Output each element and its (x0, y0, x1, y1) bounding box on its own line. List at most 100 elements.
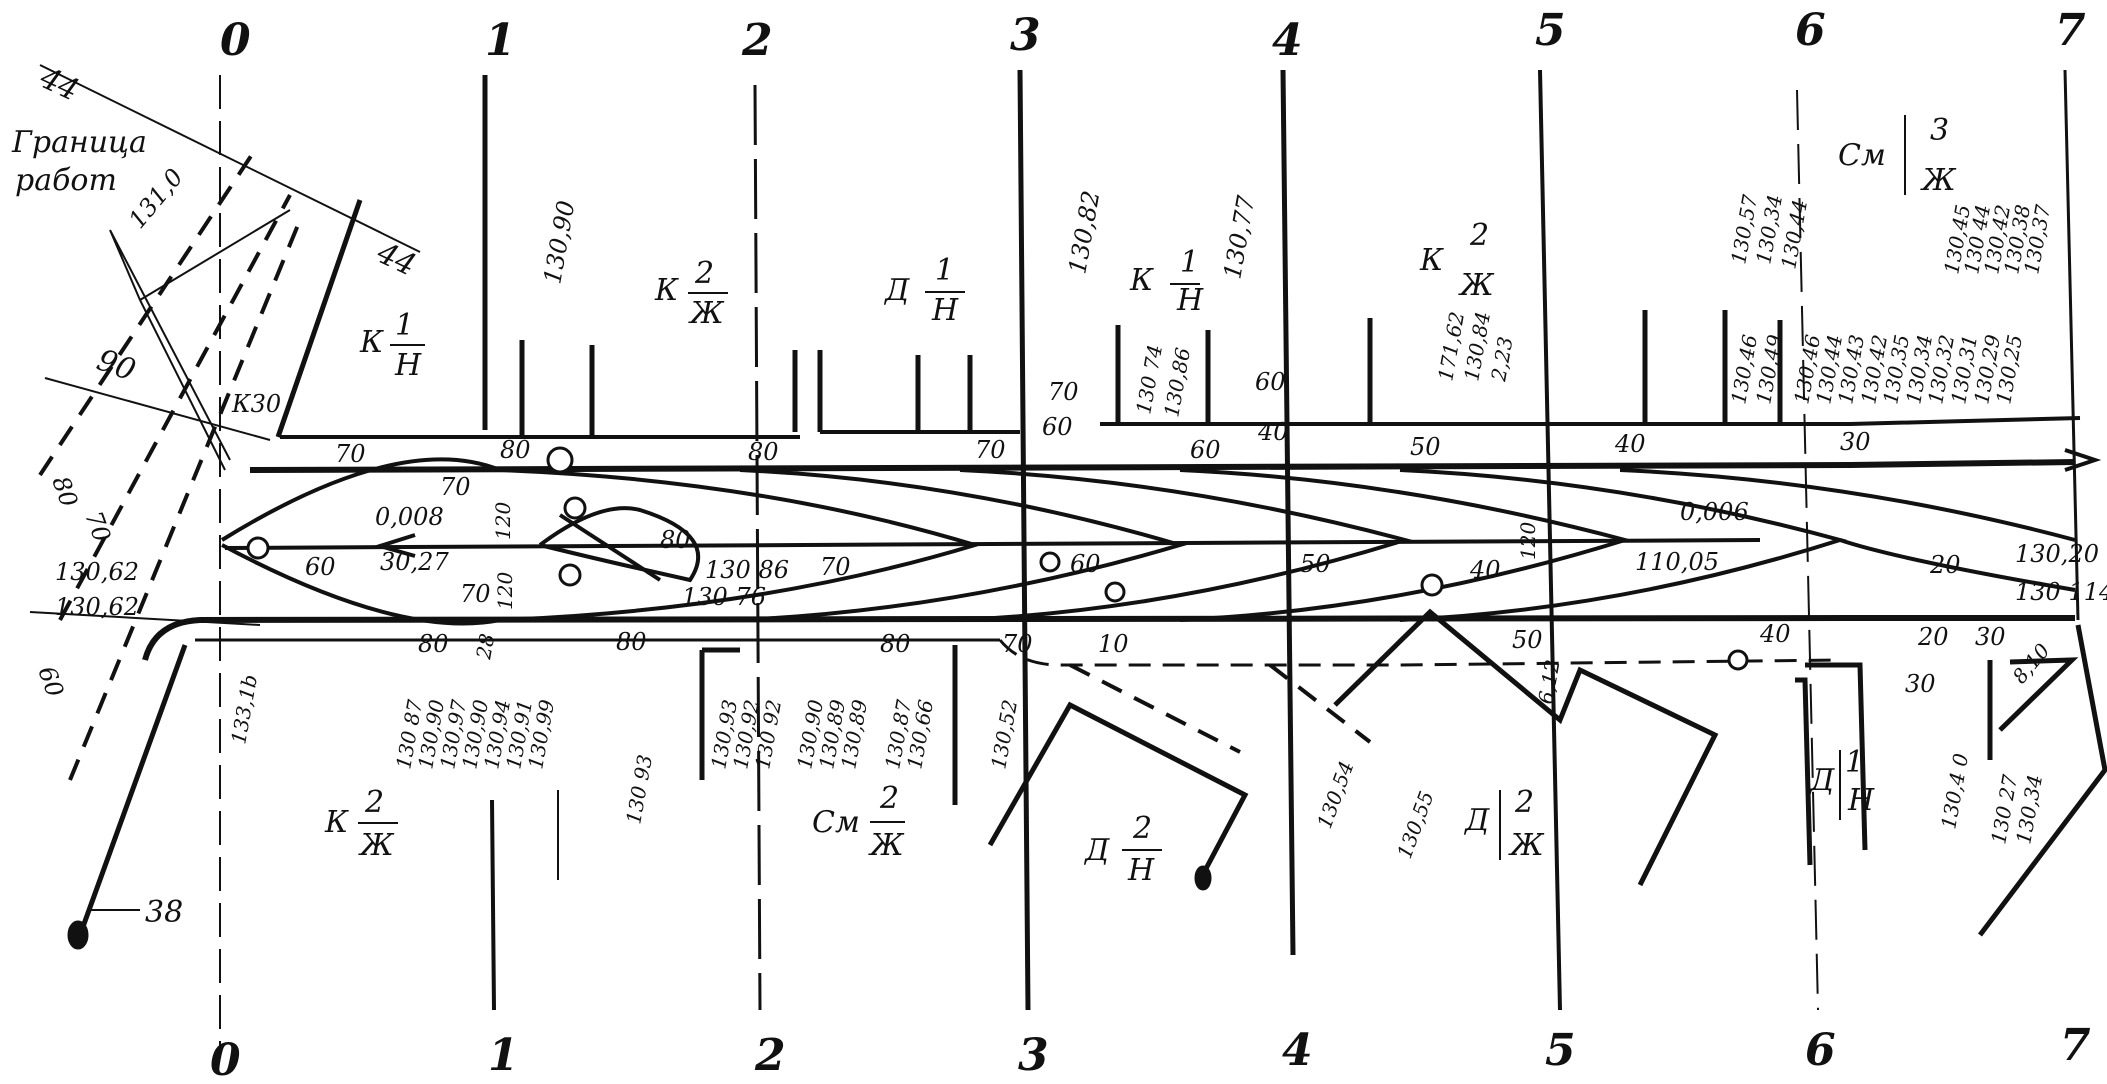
contour-label: 70 (79, 507, 116, 545)
elevation-label: 130,62 (55, 593, 139, 621)
elevations-top: 130,90 130,82 130,77 130 74 130,86 171,6… (538, 188, 2055, 418)
face-prefix: См (812, 805, 860, 840)
elevation-label: 130 86 (705, 556, 789, 584)
elevation-label: 0,008 (375, 503, 444, 531)
face-symbol: Д 2 Ж (1463, 785, 1545, 863)
lower-bench-4 (987, 701, 1249, 882)
marker-circle (1420, 573, 1444, 597)
profile-marker: 44 (34, 60, 84, 108)
marker-circle (546, 446, 574, 474)
section-number-bottom: 5 (1545, 1025, 1576, 1076)
border-label-line2: работ (15, 163, 117, 198)
elevation-label: 130,82 (1063, 188, 1105, 276)
face-num: 2 (694, 256, 714, 291)
profile-marker: 44 (371, 235, 421, 283)
bench-foot (67, 920, 89, 950)
face-prefix: Д (1463, 803, 1490, 838)
section-number-bottom: 4 (1282, 1025, 1313, 1076)
dashed-contour (1069, 663, 1241, 754)
section-line-3 (1017, 69, 1031, 1011)
face-prefix: К (654, 273, 679, 308)
station-markers (246, 446, 1749, 671)
lower-track-line (142, 615, 2075, 661)
bearing-label: К30 (231, 390, 281, 418)
face-symbol: Д 1 Н (1808, 745, 1875, 820)
face-den: Н (1847, 783, 1875, 818)
contour-label: 70 (975, 436, 1006, 464)
face-den: Н (1176, 283, 1204, 318)
section-number-bottom: 3 (1018, 1030, 1049, 1081)
dashed-contour (1268, 663, 1372, 744)
contour-label: 30 (1905, 670, 1936, 698)
lower-structures (67, 608, 2107, 950)
contour-label: 30 (1840, 428, 1871, 456)
face-num: 2 (364, 785, 384, 820)
chevron-pattern (220, 457, 2076, 626)
face-symbol: Д 2 Н (1083, 811, 1162, 888)
elevation-label: 6,12 (1533, 658, 1564, 706)
elevation-label: 28 (471, 632, 499, 662)
contour-label: 40 (1469, 556, 1501, 584)
contour-label: 70 (820, 553, 851, 581)
elevation-label: 130,90 (538, 198, 580, 286)
face-num: 2 (1469, 218, 1489, 253)
center-line (224, 538, 1761, 550)
elevation-label: 130,20 (2015, 540, 2099, 568)
lower-bench-5 (1333, 608, 1719, 887)
face-den: Ж (1508, 828, 1545, 863)
upper-edge-line (280, 416, 2081, 439)
face-prefix: Д (1083, 833, 1110, 868)
contour-label: 80 (500, 436, 531, 464)
face-symbol: К 2 Ж (1419, 218, 1495, 303)
face-prefix: К (1419, 243, 1444, 278)
elevation-label: 130 76 (682, 583, 766, 611)
section-labels-top: 0 1 2 3 4 5 6 7 (220, 5, 2086, 66)
elevation-label: 130 93 (621, 753, 657, 826)
marker-circle (1039, 551, 1061, 573)
chevron-6-lower (1839, 538, 2076, 592)
contour-label: 60 (1042, 413, 1073, 441)
elevation-label: 120 (1516, 522, 1540, 560)
elevation-label: 130,62 (55, 558, 139, 586)
face-num: 1 (1180, 245, 1199, 280)
contour-label: 80 (46, 472, 83, 510)
section-line-2 (753, 84, 762, 1011)
section-number-top: 7 (2055, 5, 2086, 56)
contour-label: 80 (616, 628, 647, 656)
contour-label: 20 (1917, 623, 1949, 651)
section-labels-bottom: 0 1 2 3 4 5 6 7 (210, 1020, 2091, 1084)
elevation-label: 130,55 (1392, 788, 1438, 862)
face-den: Н (931, 293, 959, 328)
lower-bench-7 (1978, 624, 2107, 937)
lower-bench-6 (1795, 662, 1868, 866)
face-num: 2 (1514, 785, 1534, 820)
face-den: Н (1127, 853, 1155, 888)
contour-label: 60 (1070, 550, 1101, 578)
chevron-4 (1179, 468, 1633, 622)
contour-label: 70 (1048, 378, 1079, 406)
elevation-label: 130 114 (2015, 578, 2107, 606)
contour-label: 50 (1300, 550, 1331, 578)
face-prefix: К (324, 805, 349, 840)
contour-label: 131,0 (123, 163, 189, 234)
arrow-right-head (2064, 448, 2102, 472)
contour-90-line (44, 377, 271, 441)
elevation-label: 130,52 (986, 698, 1022, 771)
face-symbol: К 2 Ж (324, 785, 398, 863)
face-num: 1 (935, 253, 954, 288)
contour-label: 50 (1410, 433, 1441, 461)
elevation-label: 0,006 (1680, 498, 1749, 526)
contour-label: 40 (1759, 620, 1791, 648)
contour-label: 80 (748, 438, 779, 466)
contour-label: 40 (1614, 430, 1646, 458)
face-den: Ж (1458, 268, 1495, 303)
marker-circle (563, 496, 587, 520)
bench-1 (275, 199, 363, 438)
section-number-top: 5 (1535, 5, 1566, 56)
section-number-bottom: 1 (488, 1030, 519, 1081)
lens-1 (220, 457, 501, 626)
face-symbol: См 3 Ж (1838, 113, 1957, 198)
contour-label: 70 (460, 580, 491, 608)
contour-label: 70 (1002, 630, 1033, 658)
section-number-top: 1 (485, 15, 516, 66)
